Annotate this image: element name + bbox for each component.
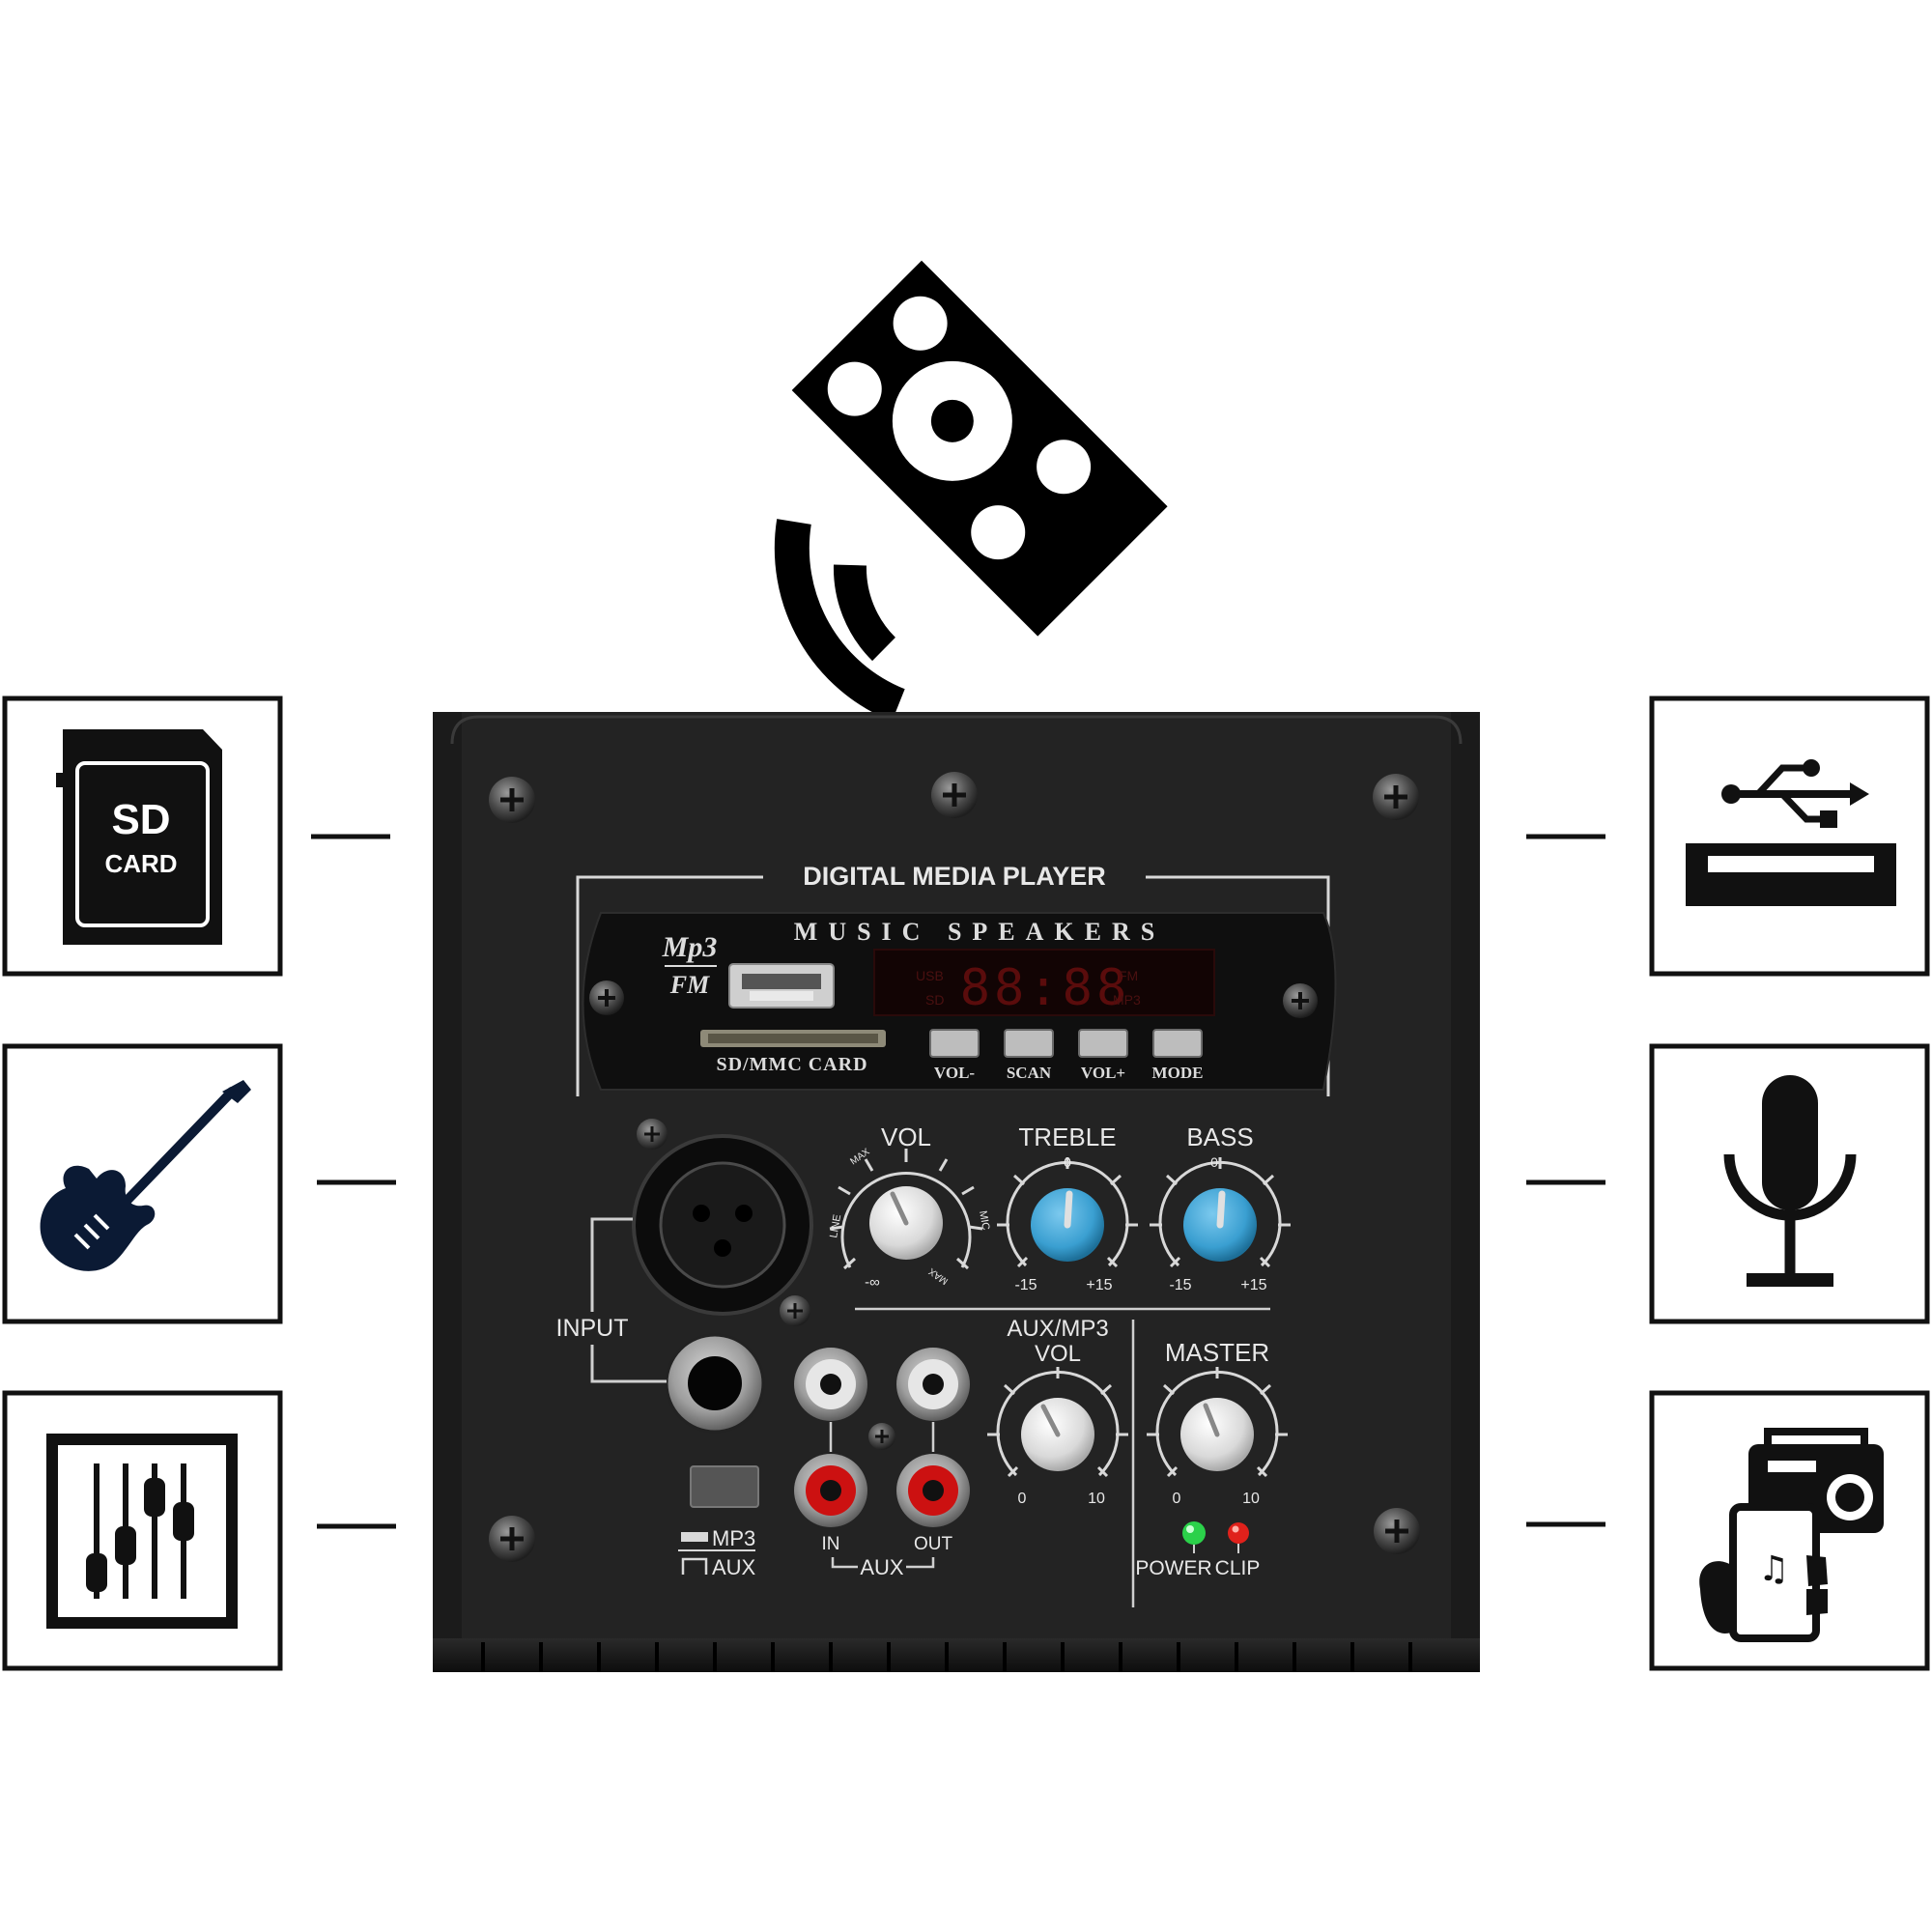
display-fm-label: FM	[1119, 968, 1138, 983]
aux-label: AUX	[860, 1555, 904, 1579]
usb-port-icon	[1686, 759, 1896, 906]
bass-knob[interactable]	[1183, 1188, 1257, 1262]
mixer-faders-icon	[46, 1434, 238, 1629]
treble-label: TREBLE	[1018, 1122, 1116, 1151]
aux-mp3-label-1: AUX/MP3	[1007, 1316, 1108, 1342]
section-title: DIGITAL MEDIA PLAYER	[803, 862, 1106, 891]
right-icon-column: ♫	[1526, 696, 1930, 1671]
bass-knob-group: BASS 0 -15 +15	[1150, 1122, 1291, 1293]
microphone-icon	[1723, 1075, 1857, 1287]
mp3-aux-switch[interactable]	[690, 1465, 759, 1508]
xlr-combo-jack[interactable]	[632, 1134, 813, 1316]
power-led	[1182, 1521, 1206, 1545]
aux-out-white-jack[interactable]	[896, 1348, 970, 1421]
master-knob-group: MASTER 0 10	[1147, 1338, 1288, 1507]
scan-label: SCAN	[1007, 1064, 1052, 1082]
aux-mp3-vol-knob-group: AUX/MP3 VOL 0 10	[987, 1316, 1128, 1507]
treble-knob[interactable]	[1031, 1188, 1104, 1262]
brand-mp3: Mp3	[662, 931, 718, 963]
quarter-inch-jack[interactable]	[665, 1333, 765, 1434]
remote-control-icon	[774, 260, 1168, 722]
aux-mp3-label-2: VOL	[1035, 1341, 1081, 1367]
bass-ticks	[1150, 1157, 1291, 1268]
treble-ticks	[997, 1157, 1138, 1268]
panel-screws	[489, 772, 1420, 1562]
input-section: INPUT MP3 AUX	[549, 1119, 813, 1579]
power-label: POWER	[1135, 1557, 1211, 1579]
sd-card-icon: SD CARD	[56, 729, 222, 945]
clip-led	[1228, 1522, 1249, 1544]
aux-rca-section: IN OUT AUX	[794, 1348, 970, 1579]
master-min-label: 0	[1173, 1491, 1181, 1507]
aux-out-red-jack[interactable]	[896, 1454, 970, 1527]
input-label: INPUT	[556, 1315, 629, 1342]
display-mp3-label: MP3	[1113, 992, 1141, 1008]
switch-mp3-label: MP3	[712, 1526, 755, 1550]
bottom-grille	[433, 1638, 1480, 1672]
vol-label: VOL	[881, 1122, 931, 1151]
vol-down-button[interactable]: VOL-	[929, 1029, 980, 1082]
treble-zero-label: 0	[1064, 1154, 1071, 1170]
vol-down-label: VOL-	[934, 1064, 975, 1082]
master-knob[interactable]	[1180, 1398, 1254, 1471]
sd-card-slot[interactable]	[700, 1030, 886, 1047]
module-buttons: VOL- SCAN VOL+ MODE	[929, 1029, 1204, 1082]
bass-max-label: +15	[1240, 1277, 1266, 1293]
bass-min-label: -15	[1169, 1277, 1191, 1293]
treble-max-label: +15	[1086, 1277, 1112, 1293]
display-usb-label: USB	[916, 968, 944, 983]
aux-out-label: OUT	[914, 1534, 953, 1554]
bass-label: BASS	[1186, 1122, 1253, 1151]
vol-up-label: VOL+	[1081, 1064, 1125, 1082]
sd-card-text-2: CARD	[104, 849, 177, 878]
aux-mp3-min-label: 0	[1018, 1491, 1027, 1507]
master-max-label: 10	[1242, 1491, 1260, 1507]
display-sd-label: SD	[925, 992, 944, 1008]
mode-button[interactable]: MODE	[1152, 1029, 1204, 1082]
aux-mp3-max-label: 10	[1088, 1491, 1105, 1507]
aux-in-white-jack[interactable]	[794, 1348, 867, 1421]
aux-mp3-ticks	[987, 1367, 1128, 1478]
display-digits: 88:88	[960, 959, 1131, 1017]
brand-fm: FM	[669, 971, 710, 999]
phone-radio-music-icon: ♫	[1699, 1428, 1884, 1642]
bass-zero-label: 0	[1210, 1154, 1218, 1170]
usb-port[interactable]	[728, 963, 835, 1009]
speaker-back-panel: DIGITAL MEDIA PLAYER Mp3 FM MUSIC SPEAKE…	[433, 712, 1480, 1672]
master-ticks	[1147, 1367, 1288, 1478]
vol-knob[interactable]	[869, 1186, 943, 1260]
sd-slot-label: SD/MMC CARD	[716, 1054, 867, 1075]
switch-aux-label: AUX	[712, 1555, 756, 1579]
vol-min-label: -∞	[865, 1274, 880, 1291]
led-display: USB SD 88:88 FM MP3	[873, 949, 1215, 1017]
clip-label: CLIP	[1215, 1557, 1261, 1579]
sd-card-text-1: SD	[111, 796, 170, 843]
vol-line-label: LINE	[828, 1213, 843, 1238]
scan-button[interactable]: SCAN	[1004, 1029, 1054, 1082]
vol-mic-label: MIC	[977, 1209, 991, 1231]
vol-ticks	[829, 1149, 983, 1270]
master-label: MASTER	[1165, 1338, 1269, 1367]
left-icon-column: SD CARD	[2, 696, 396, 1671]
usb-box	[1649, 696, 1930, 977]
svg-text:♫: ♫	[1758, 1549, 1789, 1589]
status-leds: POWER CLIP	[1135, 1521, 1260, 1579]
electric-guitar-icon	[40, 1080, 251, 1271]
aux-in-label: IN	[822, 1534, 840, 1554]
treble-knob-group: TREBLE 0 -15 +15	[997, 1122, 1138, 1293]
aux-mp3-vol-knob[interactable]	[1021, 1398, 1094, 1471]
module-label: MUSIC SPEAKERS	[794, 918, 1165, 946]
treble-min-label: -15	[1014, 1277, 1037, 1293]
vol-knob-group: VOL -∞ MAX LINE MIC MAX	[828, 1122, 991, 1291]
mode-label: MODE	[1152, 1064, 1204, 1082]
mp3-module: Mp3 FM MUSIC SPEAKERS SD/MMC CARD USB SD	[582, 912, 1337, 1091]
vol-up-button[interactable]: VOL+	[1078, 1029, 1128, 1082]
aux-in-red-jack[interactable]	[794, 1454, 867, 1527]
